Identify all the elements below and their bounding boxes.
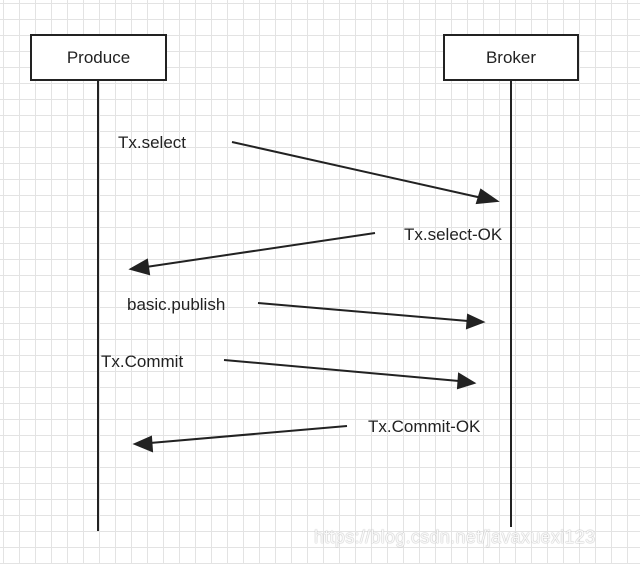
message-label-tx-select-ok: Tx.select-OK bbox=[404, 225, 503, 244]
arrow-basic-publish bbox=[257, 302, 486, 330]
broker-participant-box: Broker bbox=[443, 34, 579, 81]
arrow-tx-commit bbox=[223, 359, 477, 390]
produce-participant-label: Produce bbox=[66, 47, 131, 67]
message-label-basic-publish: basic.publish bbox=[127, 295, 226, 314]
broker-participant-label: Broker bbox=[485, 47, 537, 67]
broker-lifeline bbox=[510, 81, 512, 527]
produce-participant-box: Produce bbox=[30, 34, 167, 81]
arrow-tx-select bbox=[231, 141, 500, 205]
message-label-tx-commit-ok: Tx.Commit-OK bbox=[368, 417, 481, 436]
produce-lifeline bbox=[97, 81, 99, 531]
arrow-tx-commit-ok bbox=[132, 425, 348, 453]
arrow-tx-select-ok bbox=[128, 232, 376, 276]
message-label-tx-commit: Tx.Commit bbox=[101, 352, 184, 371]
message-label-tx-select: Tx.select bbox=[118, 133, 187, 152]
watermark-text: https://blog.csdn.net/javaxuexi123 bbox=[314, 527, 596, 547]
